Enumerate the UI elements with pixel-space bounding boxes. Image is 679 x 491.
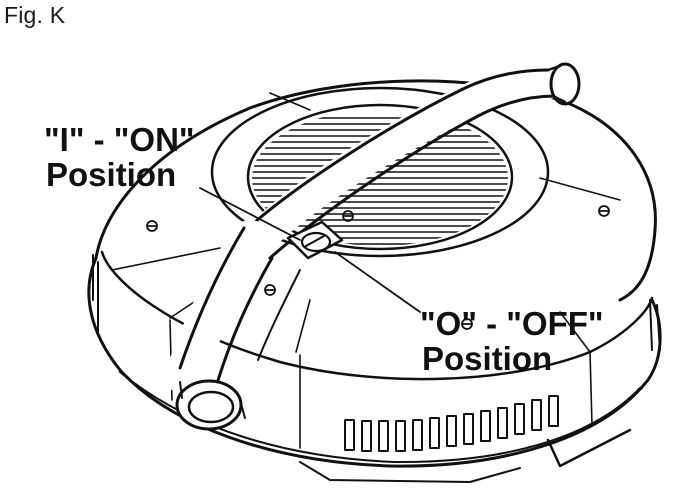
off-position-label: "O" - "OFF" — [420, 305, 604, 342]
off-position-callout: "O" - "OFF" Position — [420, 305, 604, 377]
screw-icon — [461, 318, 473, 330]
leader-line-off — [334, 251, 421, 313]
figure-label: Fig. K — [4, 2, 66, 28]
off-position-sublabel: Position — [422, 339, 553, 377]
top-grille — [210, 86, 550, 258]
leader-lines — [199, 187, 421, 313]
screw-icon — [598, 205, 610, 217]
screw-icon — [264, 284, 276, 296]
screw-icon — [146, 220, 158, 232]
on-position-callout: "I" - "ON" Position — [44, 121, 195, 193]
power-switch — [286, 220, 344, 260]
on-position-label: "I" - "ON" — [44, 121, 195, 158]
vent-slots — [344, 395, 559, 452]
leader-line-on — [199, 187, 301, 241]
screw-icon — [342, 210, 354, 222]
on-position-sublabel: Position — [46, 155, 177, 193]
pipe-handle — [165, 62, 581, 431]
